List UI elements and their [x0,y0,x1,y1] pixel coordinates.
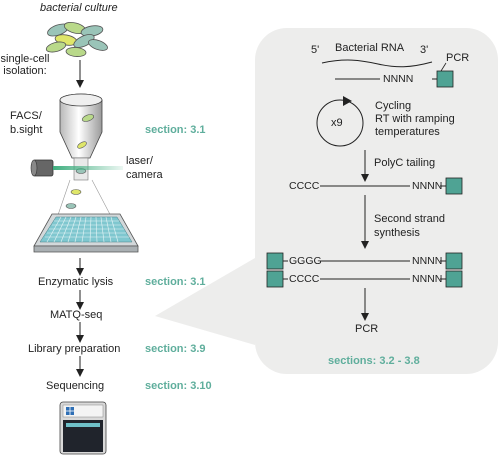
cycling-label-line-3: temperatures [375,126,440,138]
five-prime-label: 5' [311,44,320,56]
cycling-label-line-2: RT with ramping [375,113,455,125]
sequencer-icon [59,401,107,455]
section-enzymatic-lysis: section: 3.1 [145,276,206,288]
cycling-label: Cycling RT with ramping temperatures [375,100,455,138]
laser-label: laser/ camera [126,155,163,181]
panel-sections-label: sections: 3.2 - 3.8 [328,355,420,367]
droplet-cell [65,203,77,209]
isolation-section: section: 3.1 [145,124,206,136]
nnnn-label: NNNN [383,73,414,85]
protocol-panel [255,28,498,374]
gggg-label: GGGG [289,255,322,267]
rna-label: Bacterial RNA [335,42,405,54]
laser-camera-icon [30,159,123,177]
panel-connector [155,258,255,345]
facs-label-line-1: FACS/ [10,110,42,122]
cycle-circle [316,99,364,147]
step-matq-seq: MATQ-seq [50,309,103,321]
adapter-box [445,252,463,270]
facs-label: FACS/ b.sight [10,110,42,136]
pcr-adapter-box [436,70,454,88]
cycle-arrow-icon [343,96,352,106]
section-sequencing: section: 3.10 [145,380,212,392]
cycling-label-line-1: Cycling [375,100,412,112]
second-strand-label-line-1: Second strand [374,213,445,225]
three-prime-label: 3' [420,44,429,56]
culture-label: bacterial culture [40,2,118,14]
pcr-bottom-label: PCR [355,323,379,335]
step-enzymatic-lysis: Enzymatic lysis [38,276,114,288]
isolation-label-line-1: single-cell [0,53,50,65]
nnnn-label: NNNN [412,255,443,267]
second-strand-label-line-2: synthesis [374,227,420,239]
nnnn-label: NNNN [412,273,443,285]
pcr-top-label: PCR [446,52,470,64]
droplet-cell [70,189,82,195]
laser-label-line-1: laser/ [126,155,153,167]
adapter-box [445,177,463,195]
polyc-label: PolyC tailing [374,157,436,169]
step-library-preparation: Library preparation [28,343,121,355]
second-strand-label: Second strand synthesis [374,213,445,239]
rna-strand [321,59,433,68]
adapter-box [445,270,463,288]
cccc-label: CCCC [289,180,320,192]
cccc-label: CCCC [289,273,320,285]
laser-label-line-2: camera [126,169,163,181]
step-sequencing: Sequencing [46,380,105,392]
section-library-preparation: section: 3.9 [145,343,206,355]
nnnn-label: NNNN [412,180,443,192]
isolation-label-line-2: isolation: [3,65,47,77]
well-plate-icon [33,213,139,253]
pcr-label-leader [440,62,447,72]
adapter-box [266,252,284,270]
x9-label: x9 [331,117,343,129]
bacteria-cluster-icon [45,21,108,57]
facs-label-line-2: b.sight [10,124,43,136]
isolation-label: single-cell isolation: [0,53,50,77]
adapter-box [266,270,284,288]
